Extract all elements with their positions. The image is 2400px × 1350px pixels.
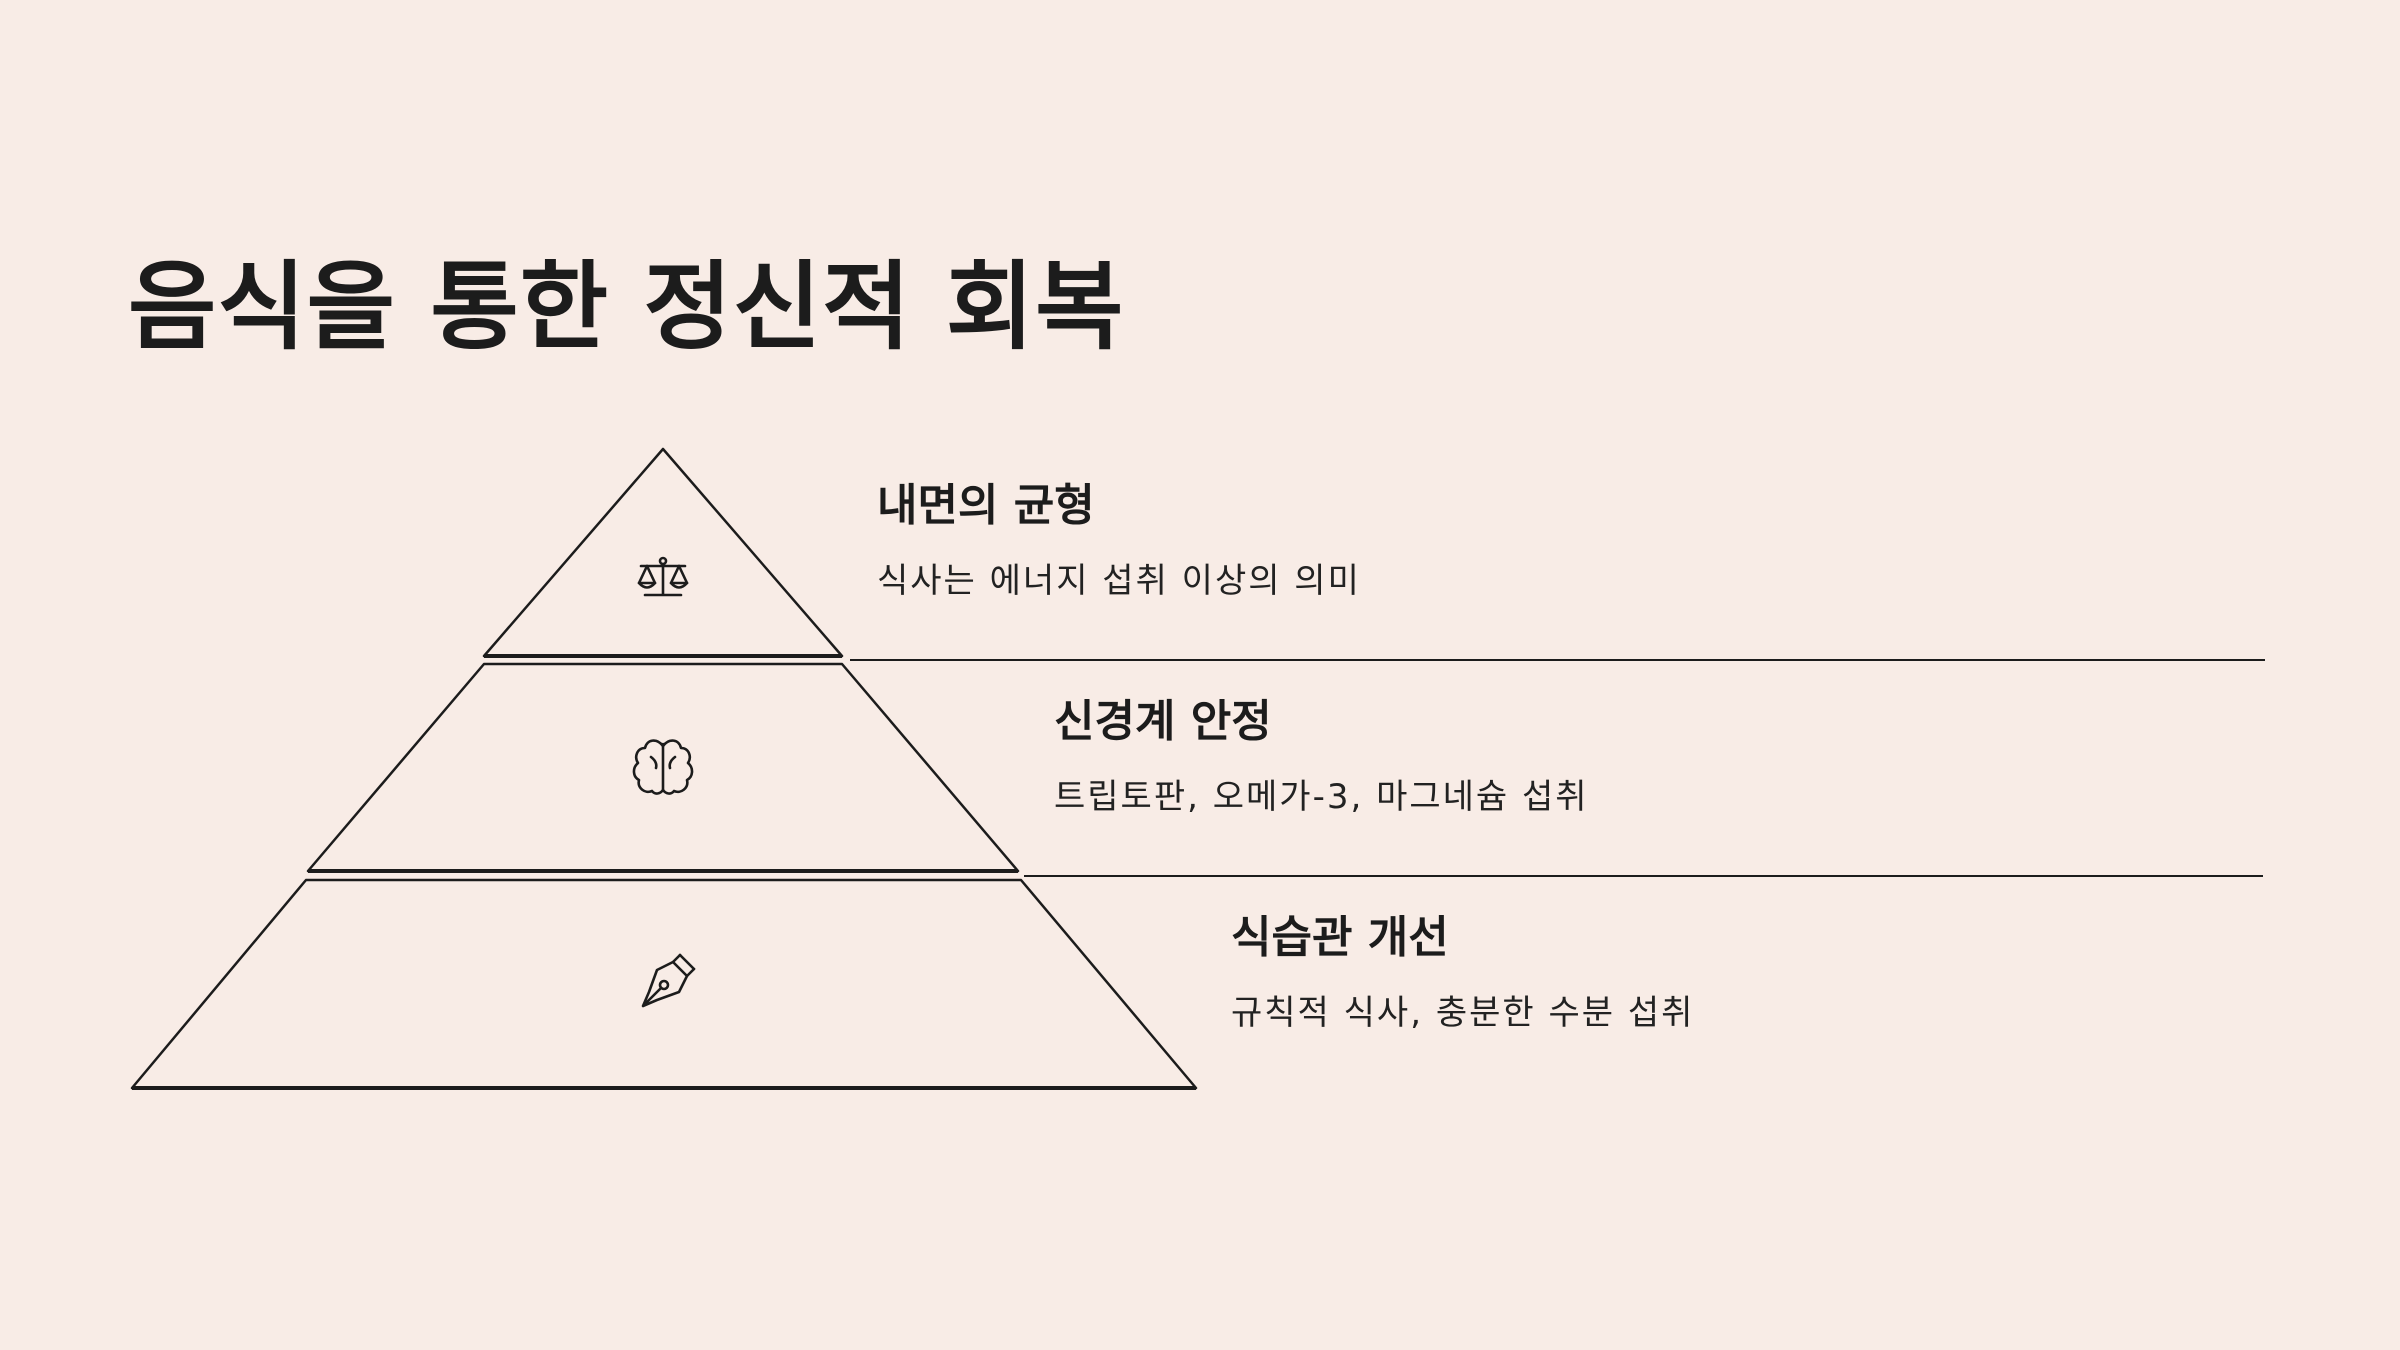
level-2-description: 트립토판, 오메가-3, 마그네슘 섭취 [1054,777,1589,817]
level-1-heading: 내면의 균형 [877,480,1095,531]
level-3-description: 규칙적 식사, 충분한 수분 섭취 [1231,993,1695,1033]
pyramid-tier-top [482,447,844,658]
level-1-text: 내면의 균형 식사는 에너지 섭취 이상의 의미 [877,478,1361,603]
level-2-text: 신경계 안정 트립토판, 오메가-3, 마그네슘 섭취 [1054,694,1589,819]
brain-icon [632,739,694,795]
pen-nib-icon [641,953,696,1008]
page-title: 음식을 통한 정신적 회복 [128,251,1125,363]
level-3-heading: 식습관 개선 [1231,912,1449,963]
level-2-heading: 신경계 안정 [1054,696,1272,747]
level-3-text: 식습관 개선 규칙적 식사, 충분한 수분 섭취 [1231,910,1694,1035]
level-1-description: 식사는 에너지 섭취 이상의 의미 [877,561,1361,601]
scale-icon [637,556,689,597]
pyramid-tier-bottom [130,878,1198,1090]
